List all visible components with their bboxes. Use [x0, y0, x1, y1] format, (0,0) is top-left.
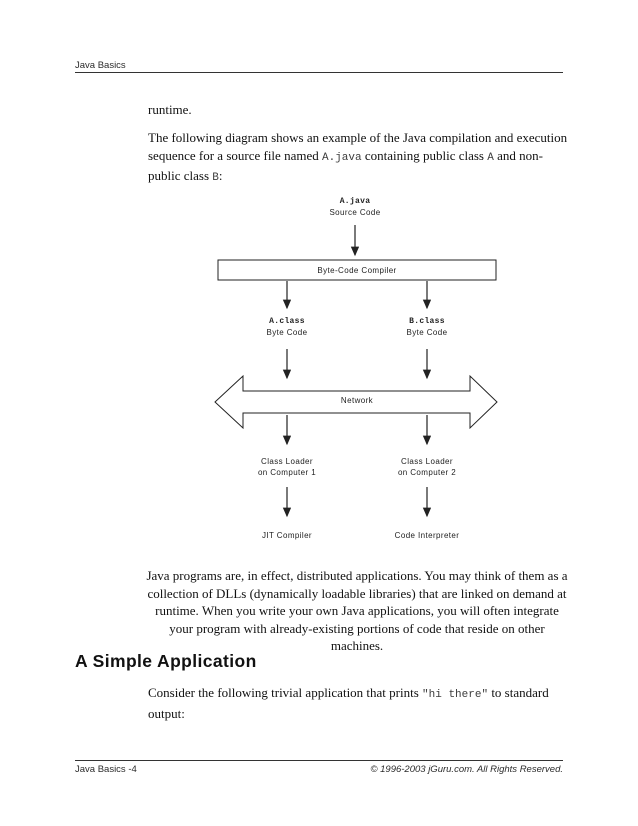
compiler-box-label: Byte-Code Compiler [317, 265, 397, 275]
bclass-label: B.class Byte Code [407, 317, 448, 338]
network-arrow [214, 374, 498, 430]
class-loader-2-line1: Class Loader [401, 457, 453, 466]
class-loader-1-label: Class Loader on Computer 1 [258, 457, 316, 478]
aclass-caption: Byte Code [266, 327, 308, 337]
bclass-caption: Byte Code [406, 327, 448, 337]
inline-code-ajava: A.java [321, 151, 362, 164]
intro-text-1: The following diagram shows an example o… [148, 130, 568, 163]
header-rule [75, 72, 563, 74]
inline-code-class-a: A [487, 151, 494, 164]
class-loader-1-line1: Class Loader [261, 457, 313, 466]
diagram-source-label: A.java Source Code [329, 197, 380, 218]
intro-text-2: containing public class [361, 147, 488, 163]
paragraph-runtime: runtime. [148, 102, 192, 117]
jit-compiler-label: JIT Compiler [262, 531, 312, 540]
class-loader-2-label: Class Loader on Computer 2 [398, 457, 456, 478]
class-loader-2-line2: on Computer 2 [397, 467, 457, 477]
source-file-name: A.java [339, 197, 371, 206]
intro-text-4: : [218, 168, 223, 183]
code-interpreter-label: Code Interpreter [394, 531, 460, 540]
paragraph-distributed: Java programs are, in effect, distribute… [146, 568, 568, 653]
source-code-caption: Source Code [329, 207, 381, 217]
bclass-file-name: B.class [409, 317, 445, 326]
class-loader-1-line2: on Computer 1 [257, 467, 317, 477]
compiler-box [217, 259, 497, 281]
intro-text-3: and non-public class [148, 147, 543, 184]
paragraph-consider: Consider the following trivial applicati… [148, 684, 570, 722]
section-heading-simple-application: A Simple Application [75, 651, 257, 671]
inline-code-hi-there: "hi there" [422, 689, 489, 701]
inline-code-class-b: B [212, 172, 219, 184]
footer-copyright: © 1996-2003 jGuru.com. All Rights Reserv… [370, 764, 563, 775]
consider-text-2: to standard output: [148, 685, 549, 721]
consider-text-1: Consider the following trivial applicati… [148, 685, 423, 700]
aclass-label: A.class Byte Code [267, 317, 308, 338]
compilation-diagram [214, 225, 498, 518]
network-label: Network [340, 396, 374, 405]
header-title: Java Basics [75, 60, 126, 71]
aclass-file-name: A.class [269, 317, 305, 326]
footer-rule [75, 760, 563, 762]
paragraph-intro: The following diagram shows an example o… [148, 129, 570, 188]
footer-page-label: Java Basics -4 [75, 764, 137, 775]
